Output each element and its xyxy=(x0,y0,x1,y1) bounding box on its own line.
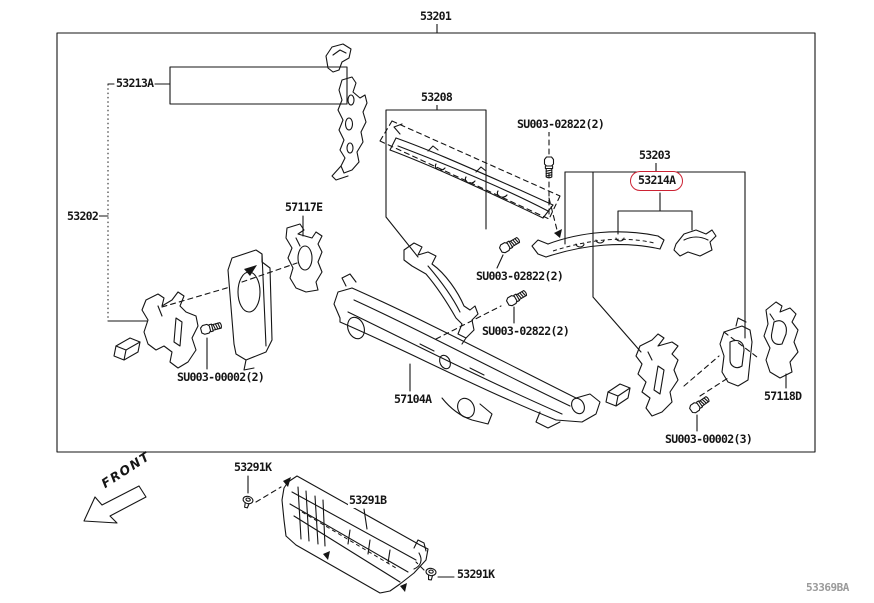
part-label-53202[interactable]: 53202 xyxy=(66,209,100,224)
part-label-57118D[interactable]: 57118D xyxy=(763,389,803,404)
bolt-icon xyxy=(687,394,712,415)
part-drawing-53291B xyxy=(281,475,429,594)
part-label-57117E[interactable]: 57117E xyxy=(284,200,324,215)
part-drawing-right-cluster xyxy=(605,301,799,417)
bolt-icon xyxy=(498,235,522,255)
part-drawing-side-plate xyxy=(227,249,273,371)
part-label-53208[interactable]: 53208 xyxy=(420,90,454,105)
bolt-icon xyxy=(505,288,529,308)
clip-icon xyxy=(240,494,255,510)
part-label-53291B[interactable]: 53291B xyxy=(348,493,388,508)
part-label-53201[interactable]: 53201 xyxy=(419,9,453,24)
leader-lines xyxy=(96,22,787,578)
part-drawing-53213A xyxy=(325,43,368,181)
part-label-53213A[interactable]: 53213A xyxy=(115,76,155,91)
part-label-SU003-00002-3[interactable]: SU003-00002(3) xyxy=(664,432,754,447)
diagram-border-box xyxy=(56,32,816,453)
part-label-53291K-b[interactable]: 53291K xyxy=(456,567,496,582)
part-label-SU003-02822-a[interactable]: SU003-02822(2) xyxy=(516,117,606,132)
figure-code: 53369BA xyxy=(806,581,849,594)
front-direction-arrow xyxy=(83,485,147,524)
part-drawing-57104A xyxy=(333,273,601,429)
clip-icon xyxy=(424,567,438,581)
bolt-icon xyxy=(199,320,223,336)
fastener-icons xyxy=(199,156,712,581)
part-label-53291K-a[interactable]: 53291K xyxy=(233,460,273,475)
part-label-SU003-00002-2[interactable]: SU003-00002(2) xyxy=(176,370,266,385)
part-drawing-53208 xyxy=(389,123,554,219)
part-drawing-57117E xyxy=(285,223,323,293)
part-label-53203[interactable]: 53203 xyxy=(638,148,672,163)
part-drawing-53214A xyxy=(531,229,717,258)
part-label-SU003-02822-b[interactable]: SU003-02822(2) xyxy=(475,269,565,284)
part-label-SU003-02822-c[interactable]: SU003-02822(2) xyxy=(481,324,571,339)
part-drawing-left-bracket xyxy=(113,291,199,369)
part-label-57104A[interactable]: 57104A xyxy=(393,392,433,407)
part-label-53214A-highlighted[interactable]: 53214A xyxy=(630,171,684,191)
